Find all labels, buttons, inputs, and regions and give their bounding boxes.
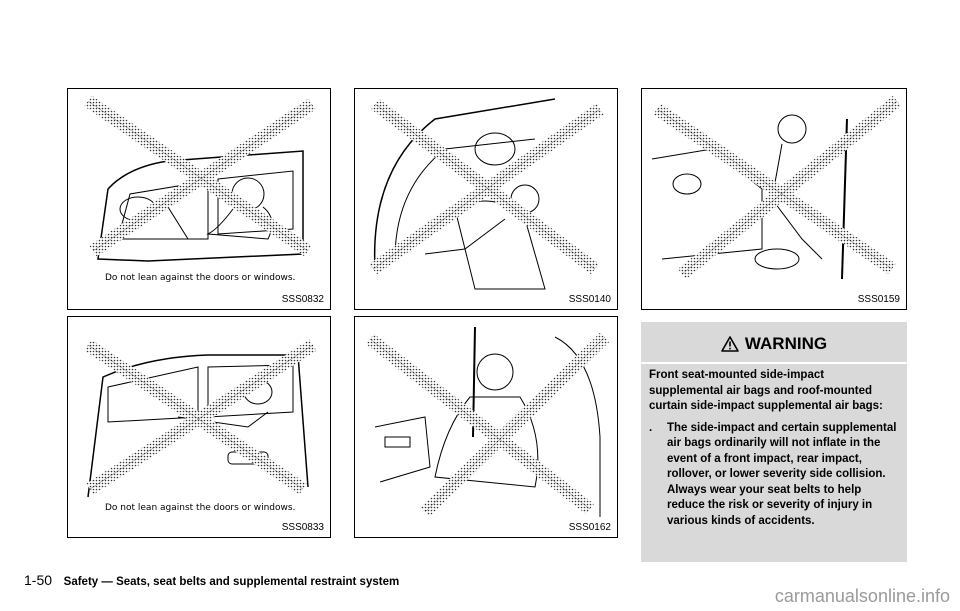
page-number: 1-50 (24, 572, 53, 588)
figure-code: SSS0832 (281, 294, 324, 305)
watermark: carmanualsonline.info (774, 586, 950, 606)
warning-body: Front seat-mounted side-impact supplemen… (649, 368, 899, 529)
warning-bullet-text: The side-impact and certain supplemental… (667, 421, 897, 527)
warning-heading: WARNING (641, 334, 907, 354)
warning-intro: Front seat-mounted side-impact supplemen… (649, 369, 883, 412)
warning-bullet: . The side-impact and certain supplement… (649, 421, 899, 530)
warning-title: WARNING (744, 334, 828, 353)
page-footer: 1-50 Safety — Seats, seat belts and supp… (24, 572, 399, 588)
illustration-panel-sss0140: SSS0140 (354, 88, 618, 310)
section-title: Safety — Seats, seat belts and supplemen… (63, 576, 400, 588)
illustration-panel-sss0832: Do not lean against the doors or windows… (67, 88, 331, 310)
warning-box: WARNING Front seat-mounted side-impact s… (641, 322, 907, 562)
car-door-lean-illustration (84, 95, 316, 262)
illustration-panel-sss0159: SSS0159 (641, 88, 907, 310)
dashboard-lean-illustration (651, 95, 902, 280)
illustration-panel-sss0162: SSS0162 (354, 316, 618, 538)
child-seat-lean-illustration (366, 326, 610, 517)
illustration-panel-sss0833: Do not lean against the doors or windows… (67, 316, 331, 538)
figure-code: SSS0140 (568, 294, 611, 305)
figure-code: SSS0162 (568, 522, 611, 533)
rear-seat-lean-illustration (369, 98, 604, 290)
panel-caption: Do not lean against the doors or windows… (105, 503, 296, 513)
rear-window-lean-illustration (84, 339, 317, 498)
bullet-dot: . (649, 421, 653, 434)
warning-triangle-icon (721, 336, 739, 352)
figure-code: SSS0159 (857, 294, 900, 305)
figure-code: SSS0833 (281, 522, 324, 533)
panel-caption: Do not lean against the doors or windows… (105, 273, 296, 283)
warning-divider (641, 362, 907, 364)
